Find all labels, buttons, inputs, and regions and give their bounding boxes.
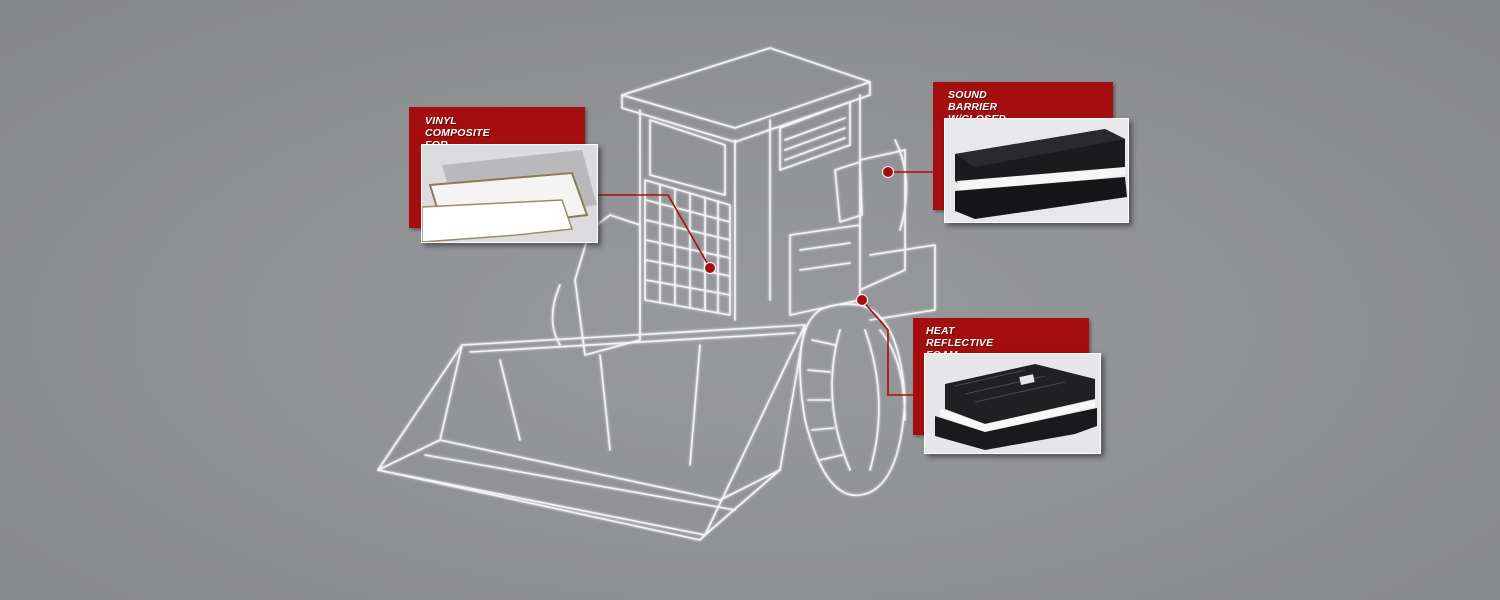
leader-line-heat [861,299,922,396]
marker-dot-vinyl [704,262,716,274]
heat-reflective-composite-photo [924,353,1101,454]
marker-dot-sound [882,166,894,178]
sound-barrier-sample-photo [944,118,1129,223]
leader-line-vinyl [598,194,711,269]
marker-dot-heat [856,294,868,306]
vinyl-composite-sample-photo [421,144,598,243]
